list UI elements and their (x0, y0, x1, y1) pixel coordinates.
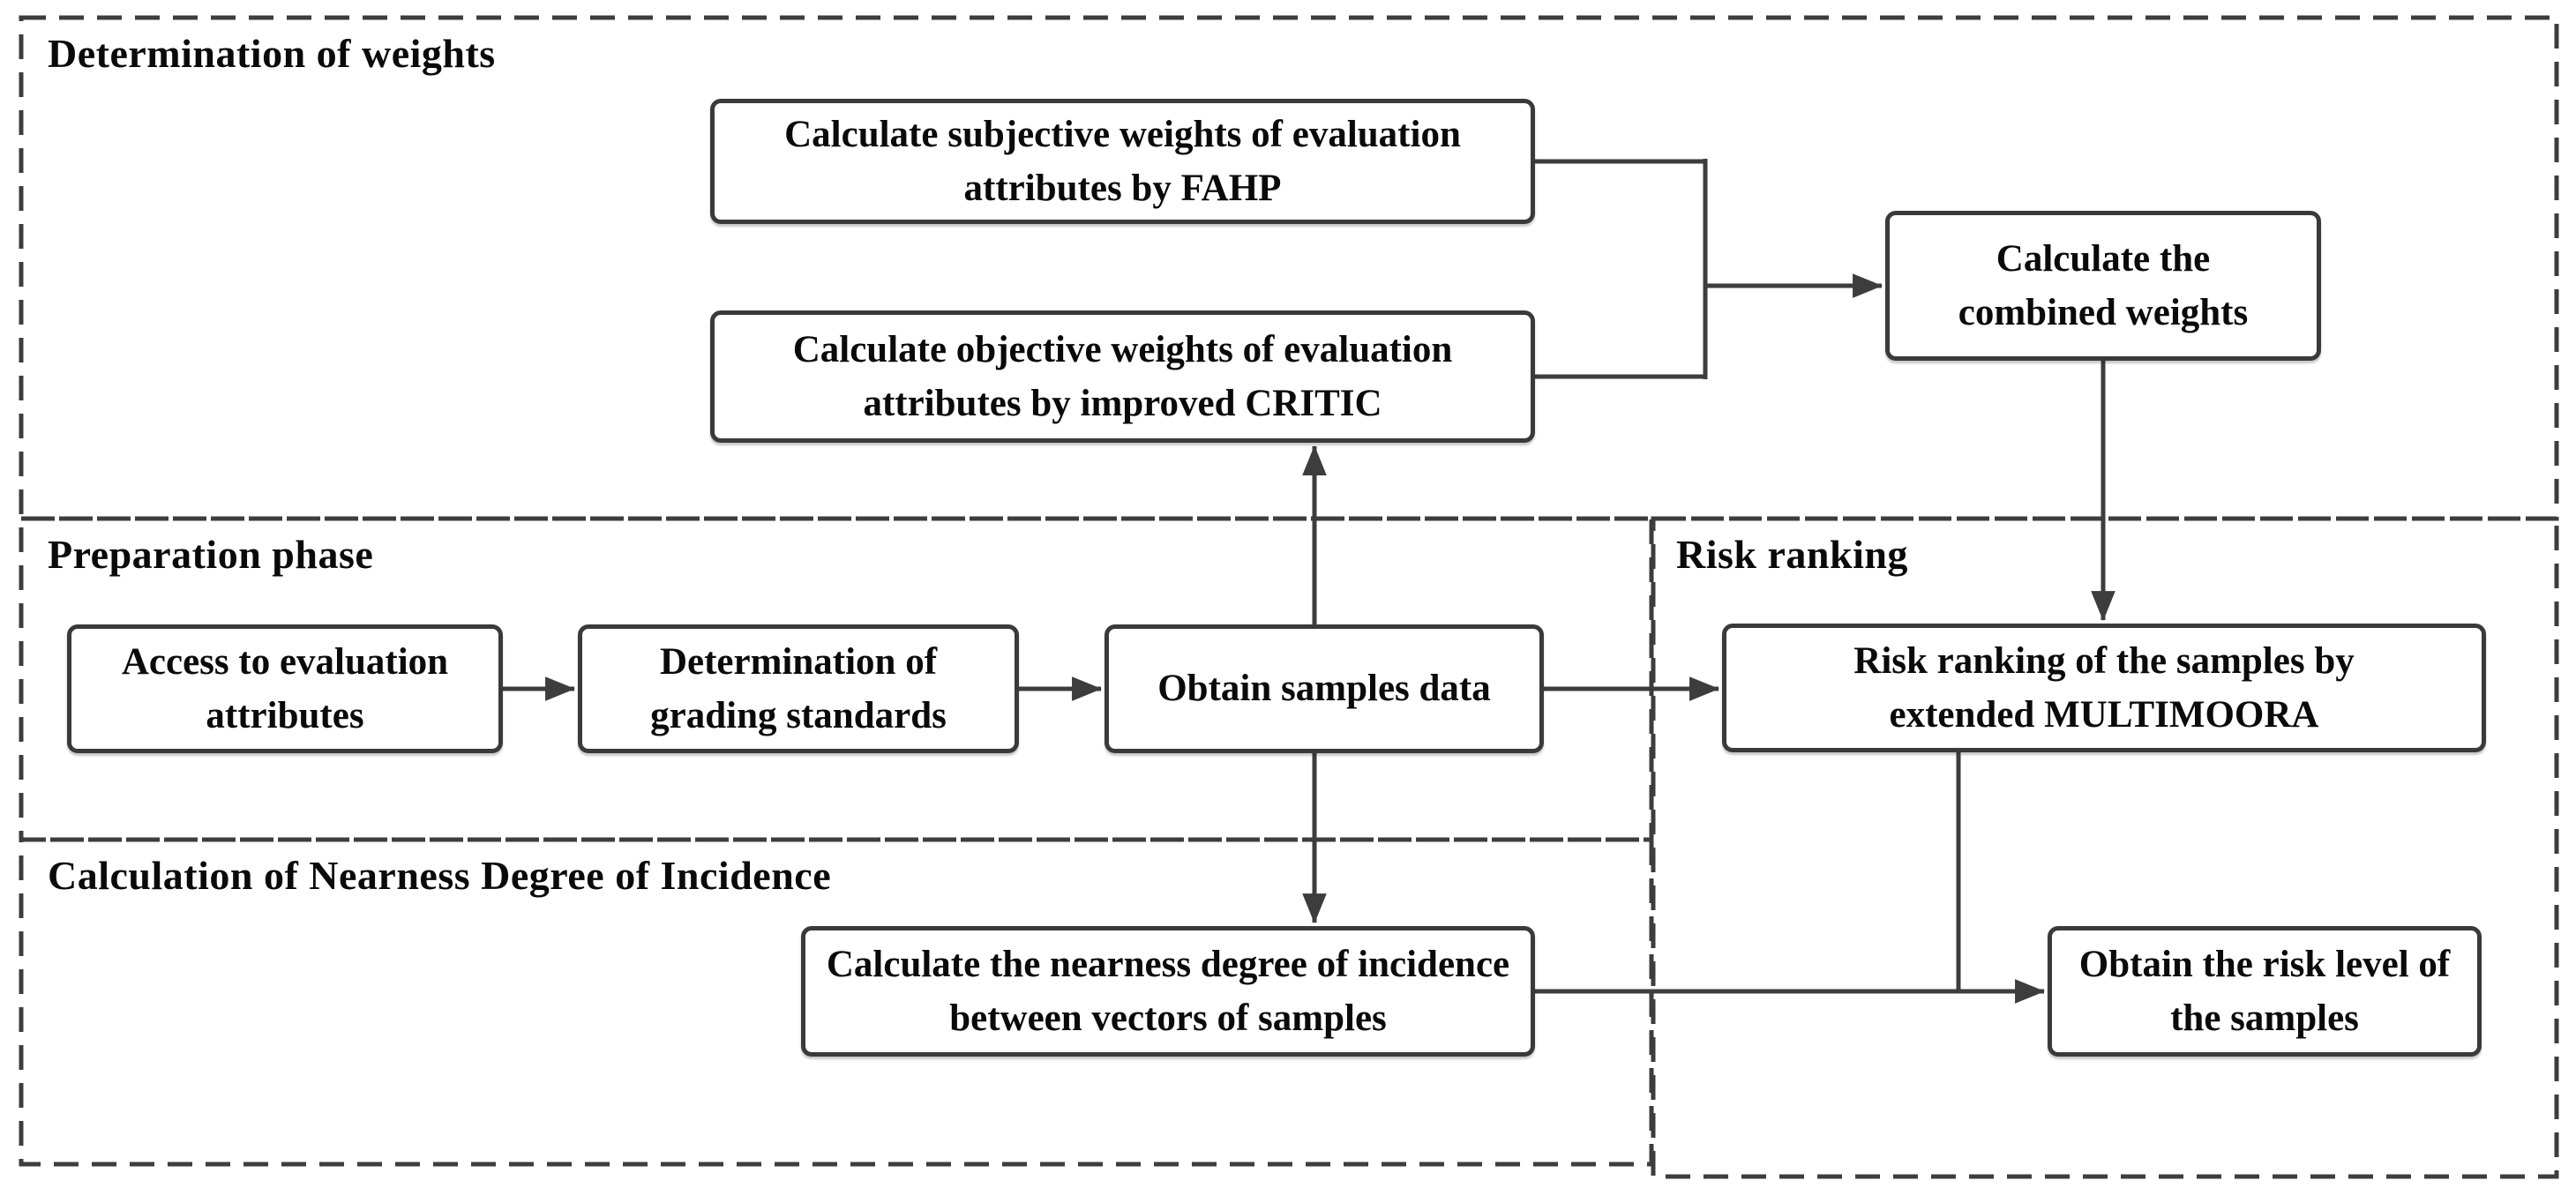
region-label-determination-of-weights: Determination of weights (48, 31, 496, 76)
region-risk-ranking-border (1651, 516, 2559, 1179)
node-label: Calculate the combined weights (1958, 237, 2249, 333)
node-label: Obtain the risk level of the samples (2078, 943, 2451, 1039)
node-calculate-subjective-weights-fahp: Calculate subjective weights of evaluati… (710, 99, 1535, 224)
node-obtain-risk-level: Obtain the risk level of the samples (2048, 926, 2482, 1057)
region-label-preparation-phase: Preparation phase (48, 532, 374, 577)
node-access-evaluation-attributes: Access to evaluation attributes (67, 624, 503, 753)
node-label: Determination of grading standards (650, 640, 947, 736)
node-label: Calculate objective weights of evaluatio… (792, 328, 1453, 424)
node-label: Obtain samples data (1157, 668, 1491, 710)
node-label: Calculate the nearness degree of inciden… (826, 943, 1510, 1039)
node-determination-grading-standards: Determination of grading standards (578, 624, 1019, 753)
node-calculate-nearness-degree: Calculate the nearness degree of inciden… (801, 926, 1535, 1057)
region-label-nearness-degree: Calculation of Nearness Degree of Incide… (48, 853, 832, 898)
node-risk-ranking-multimoora: Risk ranking of the samples by extended … (1722, 624, 2486, 752)
node-label: Risk ranking of the samples by extended … (1853, 639, 2355, 736)
node-obtain-samples-data: Obtain samples data (1105, 624, 1544, 753)
region-label-risk-ranking: Risk ranking (1676, 532, 1908, 577)
node-label: Calculate subjective weights of evaluati… (784, 113, 1461, 209)
node-label: Access to evaluation attributes (121, 640, 449, 736)
node-calculate-objective-weights-critic: Calculate objective weights of evaluatio… (710, 310, 1535, 443)
node-calculate-combined-weights: Calculate the combined weights (1885, 211, 2321, 361)
